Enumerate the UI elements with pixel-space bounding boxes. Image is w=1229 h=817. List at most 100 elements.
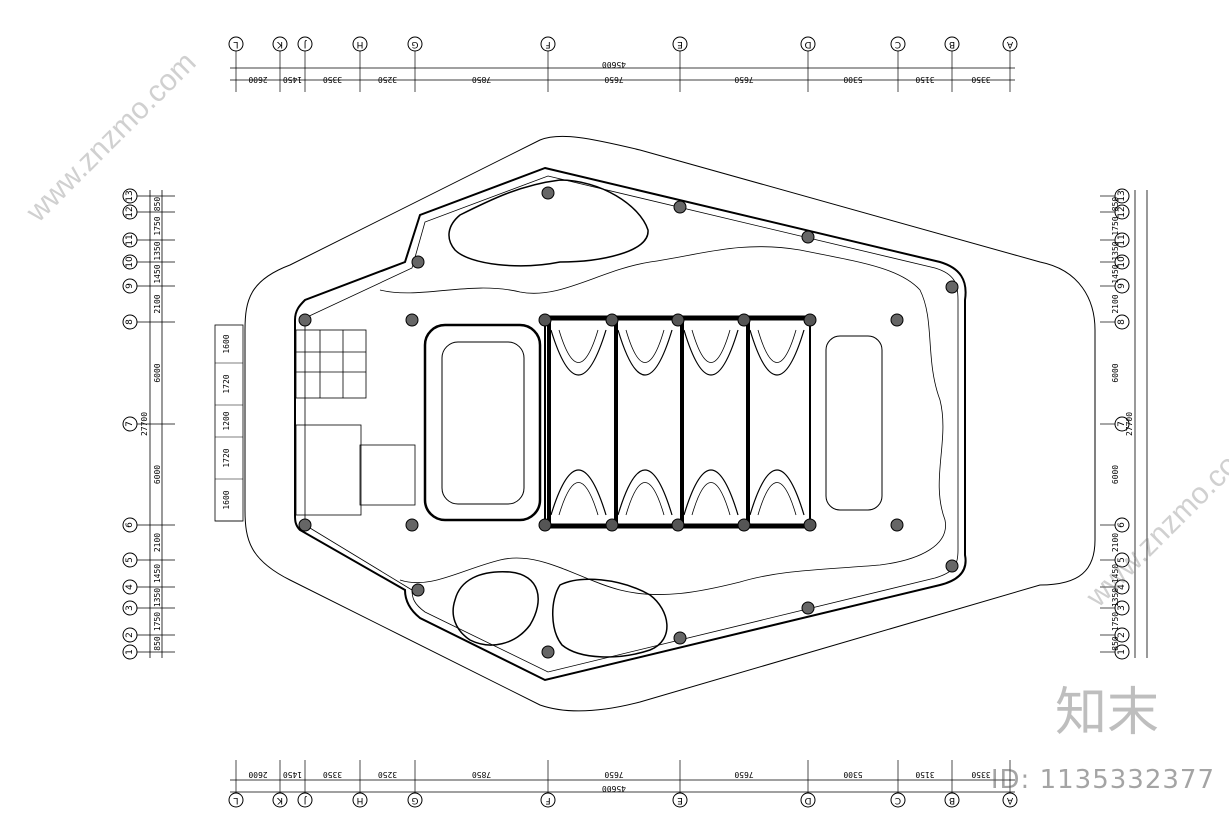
structural-column	[541, 186, 555, 200]
grid-bubble-L: L	[228, 792, 244, 808]
svg-text:8: 8	[1117, 319, 1127, 325]
grid-bubble-G: G	[407, 792, 423, 808]
grid-bubble-8: 8	[122, 314, 138, 330]
structural-column	[405, 313, 419, 327]
top-dimension: 7650	[604, 75, 623, 84]
grid-bubble-11: 11	[122, 232, 138, 248]
top-dimension: 3350	[323, 770, 342, 779]
top-dimension: 3350	[971, 770, 990, 779]
grid-bubble-A: A	[1002, 36, 1018, 52]
svg-text:12: 12	[125, 206, 135, 217]
grid-bubble-9: 9	[1114, 278, 1130, 294]
grid-bubble-7: 7	[122, 416, 138, 432]
grid-bubble-F: F	[540, 36, 556, 52]
top-dimension: 7850	[472, 770, 491, 779]
svg-text:1: 1	[125, 649, 135, 655]
side-overall-dimension: 27700	[140, 412, 149, 436]
svg-text:7: 7	[125, 421, 135, 427]
svg-text:H: H	[357, 39, 364, 49]
overall-dimension: 45600	[602, 784, 626, 793]
overall-dimension: 45600	[602, 60, 626, 69]
grid-bubble-5: 5	[1114, 552, 1130, 568]
grid-bubble-8: 8	[1114, 314, 1130, 330]
side-dimension: 850	[1111, 636, 1120, 651]
side-dimension: 1750	[1111, 612, 1120, 631]
svg-text:A: A	[1006, 39, 1013, 49]
svg-text:8: 8	[125, 319, 135, 325]
side-dimension: 1450	[1111, 264, 1120, 283]
watermark-logo-text: 知末	[1054, 683, 1159, 743]
hall-bays	[298, 186, 959, 659]
grid-bubble-10: 10	[122, 254, 138, 270]
inner-landscape-edge	[379, 246, 946, 595]
structural-column	[541, 645, 555, 659]
structural-column	[673, 200, 687, 214]
svg-text:E: E	[677, 795, 683, 805]
track-inner	[441, 341, 525, 505]
building-outline	[294, 166, 967, 682]
side-dimension: 6000	[153, 465, 162, 484]
side-dimension: 850	[153, 636, 162, 651]
grid-bubble-1: 1	[122, 644, 138, 660]
svg-text:D: D	[804, 795, 811, 805]
side-dimension: 1450	[153, 564, 162, 583]
grid-bubble-3: 3	[1114, 600, 1130, 616]
svg-text:6: 6	[1117, 522, 1127, 528]
side-dimension: 2100	[1111, 294, 1120, 313]
svg-text:A: A	[1006, 795, 1013, 805]
grid-bubble-A: A	[1002, 792, 1018, 808]
structural-column	[411, 583, 425, 597]
svg-text:F: F	[545, 795, 550, 805]
south-garden-west	[452, 571, 539, 646]
svg-text:D: D	[804, 39, 811, 49]
svg-text:7: 7	[1117, 421, 1127, 427]
svg-text:B: B	[949, 795, 955, 805]
top-dimension: 5300	[843, 770, 862, 779]
grid-bubble-10: 10	[1114, 254, 1130, 270]
top-dimension: 7850	[472, 75, 491, 84]
grid-bubble-F: F	[540, 792, 556, 808]
grid-bubble-G: G	[407, 36, 423, 52]
svg-text:10: 10	[1117, 256, 1127, 268]
grid-bubble-5: 5	[122, 552, 138, 568]
top-dimension: 3250	[378, 770, 397, 779]
side-dimension: 1750	[153, 612, 162, 631]
svg-text:13: 13	[125, 190, 135, 201]
svg-text:4: 4	[125, 584, 135, 590]
grid-bubble-C: C	[890, 36, 906, 52]
structural-column	[673, 631, 687, 645]
top-dimension: 3350	[971, 75, 990, 84]
side-dimension: 6000	[1111, 363, 1120, 382]
structural-column	[801, 601, 815, 615]
svg-text:G: G	[411, 795, 418, 805]
side-overall-dimension: 27700	[1125, 412, 1134, 436]
side-dimension: 1350	[1111, 241, 1120, 260]
svg-text:G: G	[411, 39, 418, 49]
grid-bubble-J: J	[297, 36, 313, 52]
svg-text:E: E	[677, 39, 683, 49]
site-boundary	[244, 135, 1096, 712]
side-dimension: 1350	[1111, 588, 1120, 607]
svg-text:5: 5	[1117, 557, 1127, 563]
svg-text:J: J	[304, 39, 308, 49]
grid-bubble-12: 12	[122, 204, 138, 220]
top-dimension: 3250	[378, 75, 397, 84]
top-dimension: 7650	[734, 75, 753, 84]
svg-text:C: C	[895, 39, 901, 49]
svg-text:9: 9	[125, 283, 135, 289]
svg-text:1: 1	[1117, 649, 1127, 655]
svg-text:3: 3	[125, 605, 135, 611]
grid-bubble-3: 3	[122, 600, 138, 616]
grid-bubble-J: J	[297, 792, 313, 808]
grid-bubble-L: L	[228, 36, 244, 52]
structural-column	[801, 230, 815, 244]
stair-dimension: 1200	[222, 411, 231, 430]
svg-text:H: H	[357, 795, 364, 805]
side-dimension: 1450	[153, 264, 162, 283]
top-dimension: 7650	[604, 770, 623, 779]
side-dimension: 1350	[153, 241, 162, 260]
south-garden-east	[552, 578, 668, 658]
hall-frame	[544, 317, 811, 527]
